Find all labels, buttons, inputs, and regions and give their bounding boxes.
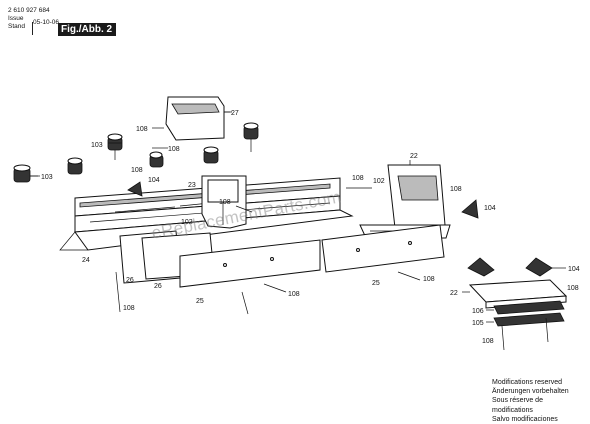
label-26: 26	[126, 277, 134, 284]
hole	[356, 248, 360, 252]
hole	[270, 257, 274, 261]
issue-label: Issue	[8, 15, 24, 23]
hole	[223, 263, 227, 267]
footer-line: Salvo modificaciones	[492, 415, 558, 423]
star-knob-104-right	[461, 199, 479, 219]
label-108: 108	[131, 167, 143, 174]
figure-label: Fig./Abb. 2	[58, 23, 117, 36]
star-knob-104-bottom-b	[525, 257, 553, 277]
label-23: 23	[188, 182, 196, 189]
label-108: 108	[482, 338, 494, 345]
aux-fence-25-right	[321, 224, 445, 273]
dust-hood	[165, 96, 232, 141]
knob-103-top	[107, 133, 123, 160]
knob-103-mid	[67, 157, 83, 175]
knob-103-left	[13, 164, 40, 183]
header-brace	[29, 22, 33, 35]
label-108: 108	[136, 126, 148, 133]
footer-line: Änderungen vorbehalten	[492, 388, 569, 396]
label-27: 27	[231, 110, 239, 117]
knob-top-right	[243, 122, 259, 152]
label-106: 106	[472, 308, 484, 315]
hole	[408, 241, 412, 245]
label-108: 108	[567, 285, 579, 292]
label-25: 25	[196, 298, 204, 305]
knob-left-pair	[149, 146, 219, 168]
label-108: 108	[219, 199, 231, 206]
label-108: 108	[423, 276, 435, 283]
label-102: 102	[181, 219, 193, 226]
label-108: 108	[168, 146, 180, 153]
screws	[115, 127, 549, 351]
leader-lines	[30, 111, 566, 323]
label-103: 103	[41, 174, 53, 181]
label-25: 25	[372, 280, 380, 287]
label-104: 104	[484, 205, 496, 212]
fence-rail	[59, 177, 354, 251]
footer-line: Sous réserve de	[492, 397, 543, 405]
slide-base	[468, 279, 568, 327]
footer-line: Modifications reserved	[492, 379, 563, 386]
label-103: 103	[91, 142, 103, 149]
label-26: 26	[154, 283, 162, 290]
stand-label: Stand	[8, 23, 25, 31]
label-108: 108	[450, 186, 462, 193]
label-105: 105	[472, 320, 484, 327]
clamp-bracket	[201, 175, 247, 229]
footer-line: modifications	[492, 406, 533, 414]
document-header: 2 610 927 684 Issue Stand 05-10-06	[8, 7, 59, 32]
label-108: 108	[352, 175, 364, 182]
star-knob-104-left	[127, 181, 143, 197]
footer-notice: Modifications reserved Änderungen vorbeh…	[492, 378, 572, 424]
star-knob-104-bottom	[467, 257, 495, 277]
label-108: 108	[288, 291, 300, 298]
part-number: 2 610 927 684	[8, 7, 50, 14]
label-22: 22	[450, 290, 458, 297]
label-104: 104	[148, 177, 160, 184]
label-102: 102	[373, 178, 385, 185]
label-108: 108	[123, 305, 135, 312]
aux-fence-25-left	[179, 239, 321, 288]
label-22: 22	[410, 153, 418, 160]
issue-date: 05-10-06	[33, 19, 60, 27]
label-104: 104	[568, 266, 580, 273]
label-24: 24	[82, 257, 90, 264]
